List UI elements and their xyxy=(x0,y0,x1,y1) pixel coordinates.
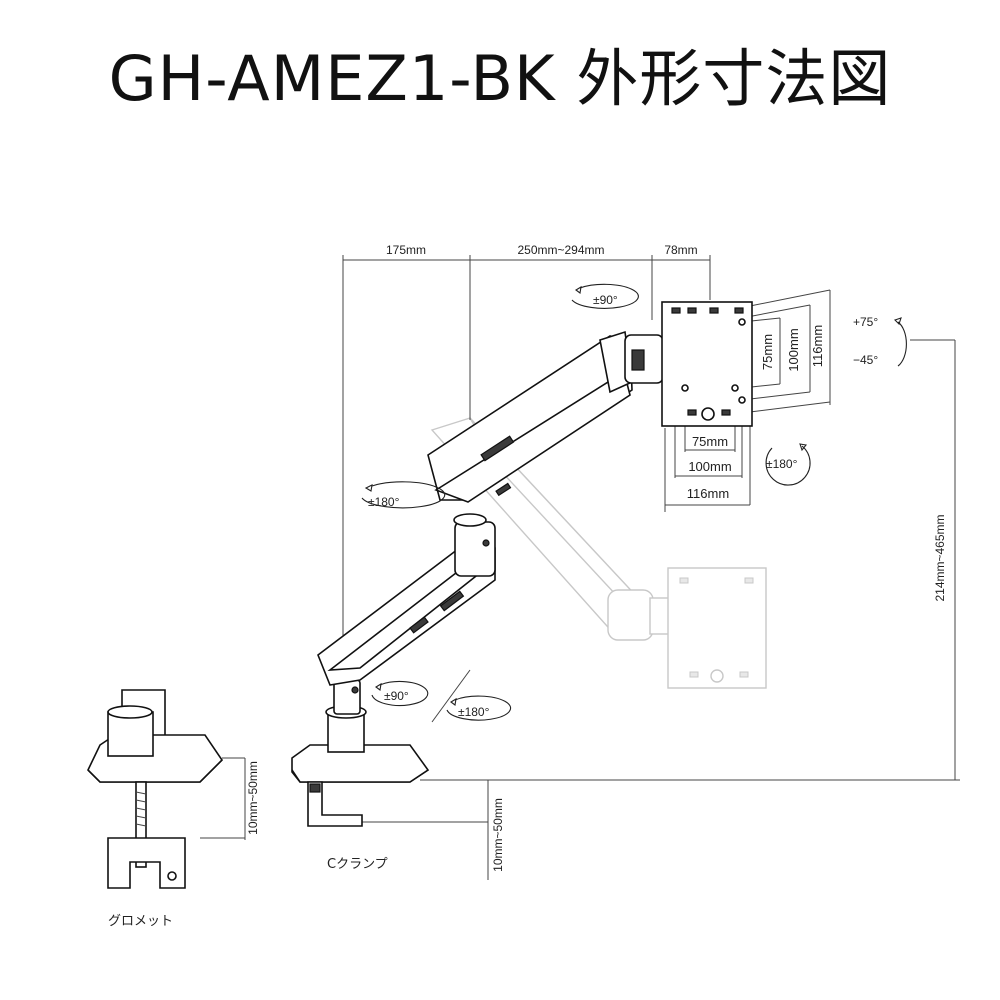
rotate-arrow-icon xyxy=(371,680,429,707)
dim-vesa-v100: 100mm xyxy=(786,328,801,371)
rot-mid: ±180° xyxy=(368,495,400,509)
monitor-arm xyxy=(291,301,753,827)
page-title: GH-AMEZ1-BK 外形寸法図 xyxy=(108,42,892,115)
dim-78: 78mm xyxy=(664,243,697,257)
rot-base-pan: ±90° xyxy=(384,689,409,703)
rot-base-swivel: ±180° xyxy=(458,705,490,719)
dim-vesa-v75: 75mm xyxy=(760,334,775,370)
c-clamp xyxy=(307,781,363,827)
dim-214-465: 214mm~465mm xyxy=(933,514,947,601)
grommet-assembly xyxy=(87,689,224,889)
dim-vesa-h75: 75mm xyxy=(692,434,728,449)
dim-175: 175mm xyxy=(386,243,426,257)
dim-vesa-v116: 116mm xyxy=(810,325,825,367)
dim-250-294: 250mm~294mm xyxy=(517,243,604,257)
dimension-labels: 175mm 250mm~294mm 78mm 214mm~465mm 75mm … xyxy=(246,243,947,872)
dim-vesa-h100: 100mm xyxy=(688,459,731,474)
rotate-arrow-icon xyxy=(361,481,446,509)
rotate-arrow-icon xyxy=(446,695,512,721)
rot-tilt-down: −45° xyxy=(853,353,878,367)
rotation-indicators xyxy=(361,283,907,721)
rot-top-pan: ±90° xyxy=(593,293,618,307)
rotate-arrow-icon xyxy=(571,283,639,309)
label-c-clamp: Cクランプ xyxy=(327,857,388,872)
rotation-labels: ±90° +75° −45° ±180° ±180° ±90° ±180° xyxy=(368,293,878,719)
rotate-arrow-icon xyxy=(897,321,907,367)
dimension-lines xyxy=(200,255,960,880)
rot-vesa: ±180° xyxy=(766,457,798,471)
dim-grommet-range: 10mm~50mm xyxy=(246,761,260,835)
dim-vesa-h116: 116mm xyxy=(687,486,729,501)
vesa-plate xyxy=(661,301,753,427)
rot-tilt-up: +75° xyxy=(853,315,878,329)
dim-clamp-range: 10mm~50mm xyxy=(491,798,505,872)
rotate-arrow-icon xyxy=(765,445,811,486)
label-grommet: グロメット xyxy=(108,914,173,929)
